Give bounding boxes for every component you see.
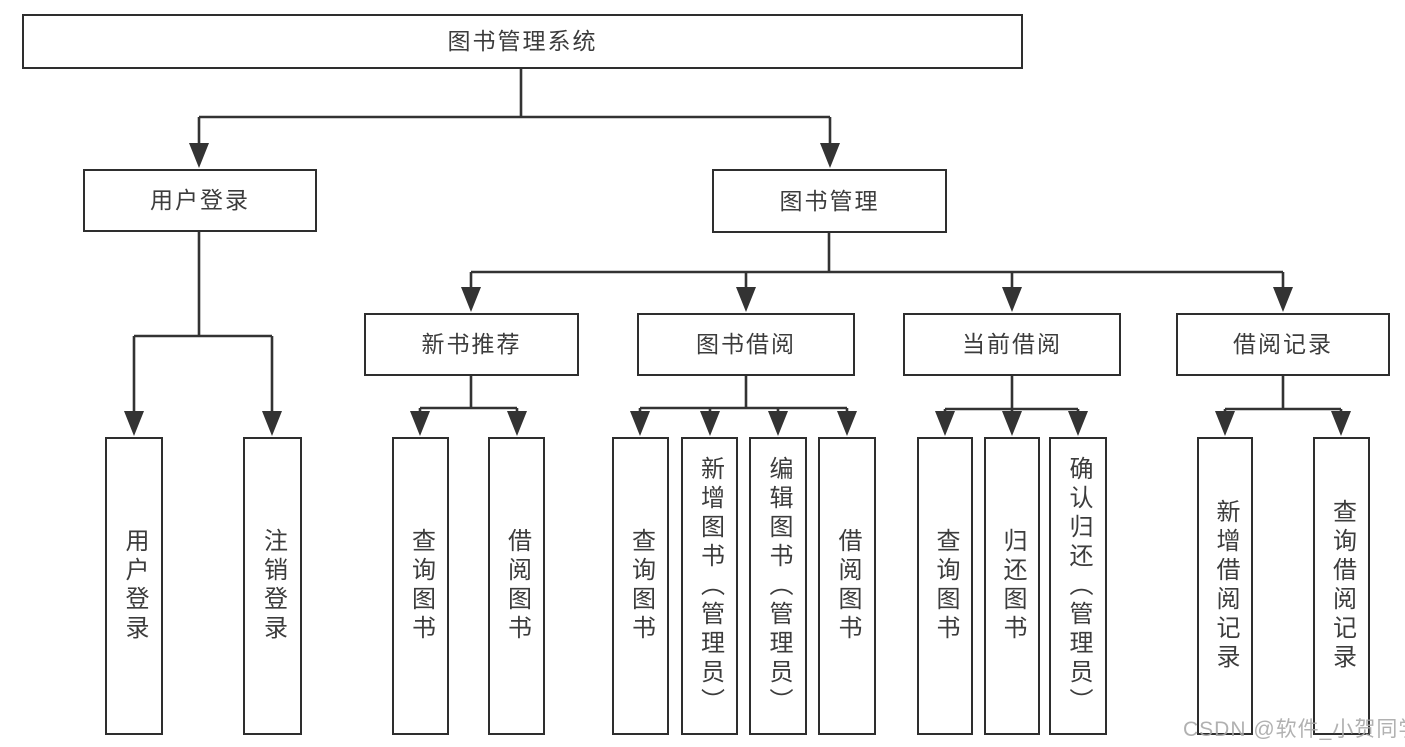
leaf-label: 查询图书 [932,528,959,644]
leaf-confirm-return-admin: 确认归还（管理员） [1049,437,1107,735]
node-label: 新书推荐 [421,331,522,357]
leaf-label: 借阅图书 [834,528,861,644]
leaf-label: 确认归还（管理员） [1065,455,1092,717]
node-label: 图书管理系统 [447,28,598,54]
node-user-login: 用户登录 [83,169,317,232]
leaf-query-borrow-record: 查询借阅记录 [1313,437,1370,735]
leaf-edit-books-admin: 编辑图书（管理员） [749,437,807,735]
leaf-borrow-books-recommend: 借阅图书 [488,437,545,735]
node-book-management: 图书管理 [712,169,947,233]
leaf-label: 查询借阅记录 [1328,499,1356,673]
node-book-borrow: 图书借阅 [637,313,855,376]
node-new-book-recommend: 新书推荐 [364,313,579,376]
leaf-label: 新增图书（管理员） [696,455,724,717]
leaf-logout: 注销登录 [243,437,302,735]
leaf-label: 用户登录 [121,528,148,644]
node-label: 图书管理 [779,187,880,214]
leaf-return-books: 归还图书 [984,437,1040,735]
node-label: 当前借阅 [962,331,1062,357]
leaf-label: 新增借阅记录 [1212,499,1239,673]
leaf-label: 查询图书 [407,528,435,644]
leaf-label: 借阅图书 [503,528,531,644]
node-root-library-system: 图书管理系统 [22,14,1023,69]
leaf-add-borrow-record: 新增借阅记录 [1197,437,1253,735]
leaf-add-books-admin: 新增图书（管理员） [681,437,738,735]
leaf-query-books-current: 查询图书 [917,437,973,735]
leaf-query-books-borrow: 查询图书 [612,437,669,735]
leaf-user-login: 用户登录 [105,437,163,735]
leaf-label: 查询图书 [627,528,655,644]
leaf-query-books-recommend: 查询图书 [392,437,449,735]
leaf-label: 编辑图书（管理员） [765,455,792,717]
node-borrow-records: 借阅记录 [1176,313,1390,376]
node-current-borrow: 当前借阅 [903,313,1121,376]
leaf-label: 归还图书 [999,528,1026,644]
csdn-watermark: CSDN @软件_小贺同学 [1183,718,1405,741]
leaf-borrow-books: 借阅图书 [818,437,876,735]
leaf-label: 注销登录 [259,528,287,644]
node-label: 借阅记录 [1233,331,1333,357]
node-label: 图书借阅 [696,331,796,357]
node-label: 用户登录 [150,187,250,213]
